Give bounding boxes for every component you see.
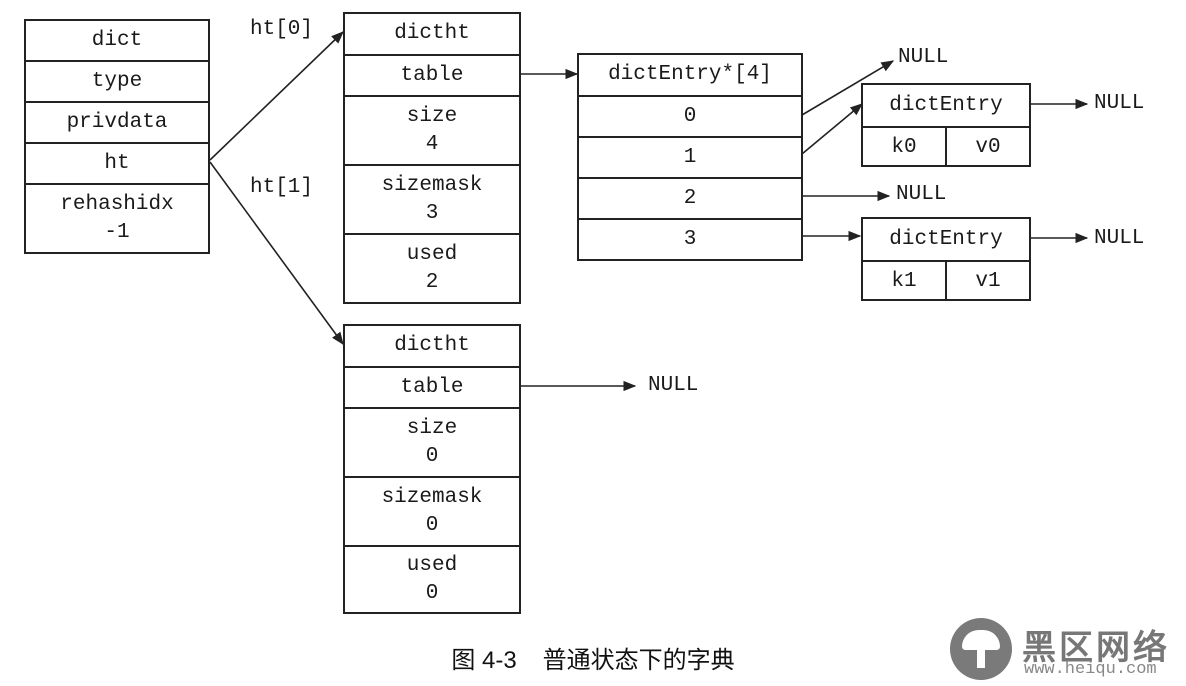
table-slot-1: 1 — [579, 138, 801, 179]
null-ht1-table: NULL — [648, 374, 699, 397]
table-slot-3: 3 — [579, 220, 801, 259]
table-slot-0-label: 0 — [683, 104, 697, 128]
watermark: 黑区网络 www.heiqu.com — [950, 618, 1180, 682]
ht0-table-cell: table — [345, 56, 519, 97]
table-array-title: dictEntry*[4] — [608, 63, 772, 86]
ht0-sizemask-cell: sizemask 3 — [345, 166, 519, 235]
dict-rehashidx-value: -1 — [104, 220, 130, 244]
figure-title: 普通状态下的字典 — [542, 646, 735, 674]
arrow-slot1-entry0 — [801, 103, 863, 155]
ht0-used-value: 2 — [425, 270, 439, 294]
dict-entry-0-title: dictEntry — [889, 94, 1003, 117]
table-slot-0: 0 — [579, 97, 801, 138]
ht1-size-cell: size 0 — [345, 409, 519, 478]
table-slot-3-label: 3 — [683, 227, 697, 251]
dict-type-cell: type — [26, 62, 208, 103]
ht1-sizemask-value: 0 — [425, 513, 439, 537]
dict-entry-1-kv-row: k1 v1 — [863, 262, 1029, 301]
arrow-ht1 — [209, 161, 344, 346]
arrow-ht0 — [209, 31, 344, 161]
null-slot2: NULL — [896, 183, 947, 206]
figure-caption: 图 4-3 普通状态下的字典 — [0, 640, 1186, 675]
null-slot0: NULL — [898, 46, 949, 69]
ht1-sizemask-cell: sizemask 0 — [345, 478, 519, 547]
ht0-dictht: dictht table size 4 sizemask 3 used 2 — [343, 12, 521, 304]
ht0-label: ht[0] — [250, 18, 314, 41]
arrow-slot0-null — [801, 60, 895, 116]
null-entry1-next: NULL — [1094, 227, 1145, 250]
ht0-size-value: 4 — [425, 132, 439, 156]
dict-rehashidx-cell: rehashidx -1 — [26, 185, 208, 252]
dict-entry-0: dictEntry k0 v0 — [861, 83, 1031, 167]
mushroom-logo-icon — [950, 618, 1012, 680]
dict-ht-cell: ht — [26, 144, 208, 185]
figure-number: 图 4-3 — [451, 647, 517, 674]
ht0-sizemask-value: 3 — [425, 201, 439, 225]
ht0-title-cell: dictht — [345, 14, 519, 56]
dict-entry-1-value: v1 — [945, 262, 1029, 301]
table-slot-2: 2 — [579, 179, 801, 220]
ht1-table-cell: table — [345, 368, 519, 409]
ht1-used-cell: used 0 — [345, 547, 519, 612]
table-array-title-cell: dictEntry*[4] — [579, 55, 801, 97]
dict-entry-1-title: dictEntry — [889, 228, 1003, 251]
ht0-sizemask-label: sizemask — [381, 173, 483, 197]
dict-struct: dict type privdata ht rehashidx -1 — [24, 19, 210, 254]
ht0-used-label: used — [406, 242, 458, 266]
dict-entry-1: dictEntry k1 v1 — [861, 217, 1031, 301]
table-array: dictEntry*[4] 0 1 2 3 — [577, 53, 803, 261]
ht1-size-label: size — [406, 416, 458, 440]
ht0-used-cell: used 2 — [345, 235, 519, 302]
ht0-size-cell: size 4 — [345, 97, 519, 166]
table-slot-2-label: 2 — [683, 186, 697, 210]
table-slot-1-label: 1 — [683, 145, 697, 169]
ht1-table: table — [400, 375, 464, 399]
ht1-used-label: used — [406, 553, 458, 577]
watermark-url: www.heiqu.com — [1024, 660, 1157, 679]
dict-ht: ht — [104, 151, 130, 175]
ht1-title-cell: dictht — [345, 326, 519, 368]
null-entry0-next: NULL — [1094, 92, 1145, 115]
dict-privdata: privdata — [66, 110, 168, 134]
dict-entry-0-title-row: dictEntry — [863, 85, 1029, 128]
ht1-sizemask-label: sizemask — [381, 485, 483, 509]
ht0-title: dictht — [394, 22, 470, 45]
dict-entry-0-value: v0 — [945, 128, 1029, 167]
ht1-title: dictht — [394, 334, 470, 357]
ht1-dictht: dictht table size 0 sizemask 0 used 0 — [343, 324, 521, 614]
ht0-table: table — [400, 63, 464, 87]
ht1-label: ht[1] — [250, 176, 314, 199]
ht1-size-value: 0 — [425, 444, 439, 468]
ht0-size-label: size — [406, 104, 458, 128]
dict-privdata-cell: privdata — [26, 103, 208, 144]
dict-entry-0-key: k0 — [891, 136, 917, 159]
dict-entry-1-title-row: dictEntry — [863, 219, 1029, 262]
dict-title-cell: dict — [26, 21, 208, 62]
dict-entry-1-key: k1 — [891, 270, 917, 293]
dict-rehashidx-label: rehashidx — [60, 192, 174, 216]
ht1-used-value: 0 — [425, 581, 439, 605]
dict-title: dict — [91, 28, 143, 52]
dict-entry-0-kv-row: k0 v0 — [863, 128, 1029, 167]
dict-type: type — [91, 69, 143, 93]
watermark-title: 黑区网络 — [1022, 628, 1170, 668]
